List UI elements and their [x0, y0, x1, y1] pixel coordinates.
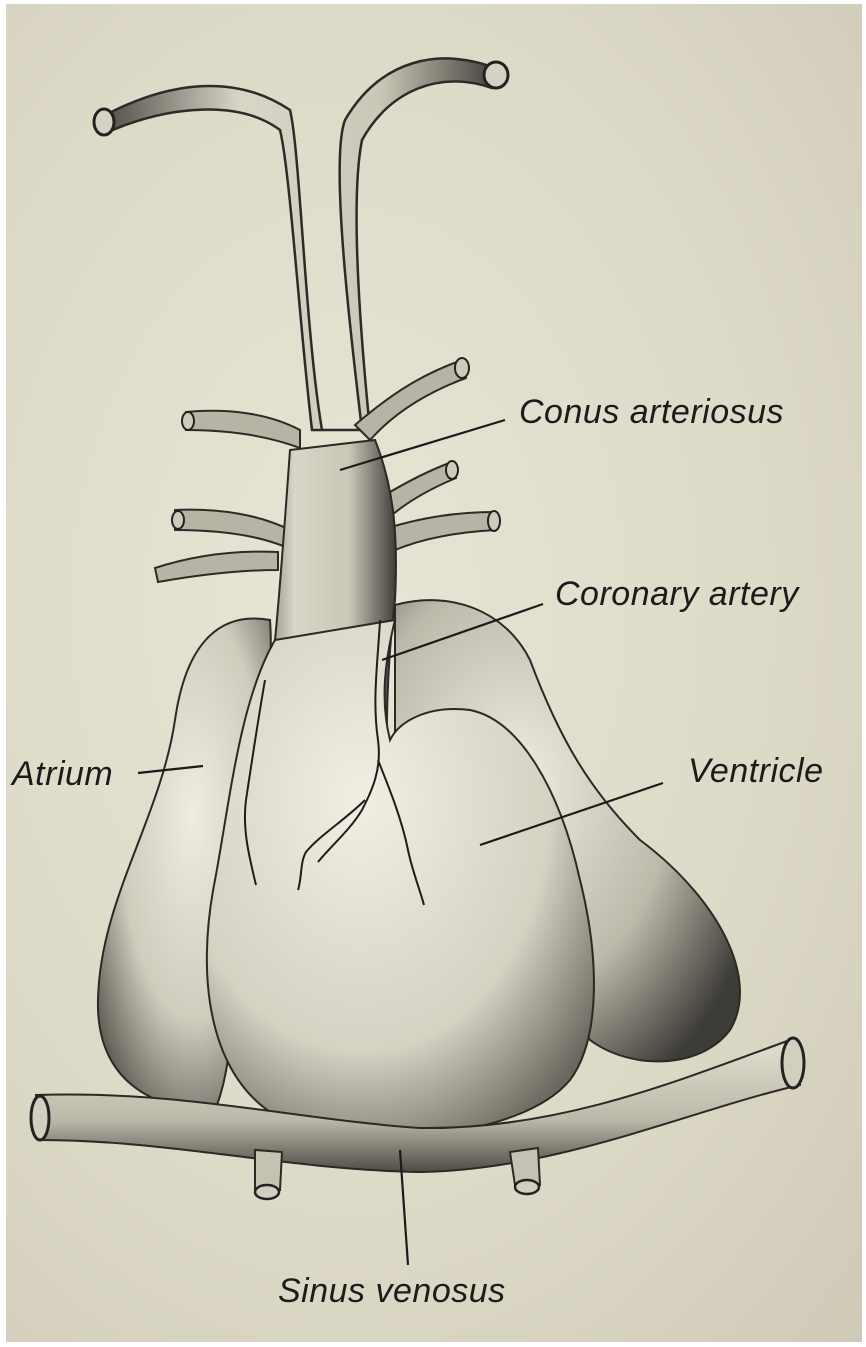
label-ventricle: Ventricle: [688, 752, 824, 791]
label-atrium: Atrium: [12, 755, 113, 794]
label-sinus-venosus: Sinus venosus: [278, 1272, 506, 1311]
label-conus-arteriosus: Conus arteriosus: [519, 393, 784, 432]
label-coronary-artery: Coronary artery: [555, 575, 799, 614]
